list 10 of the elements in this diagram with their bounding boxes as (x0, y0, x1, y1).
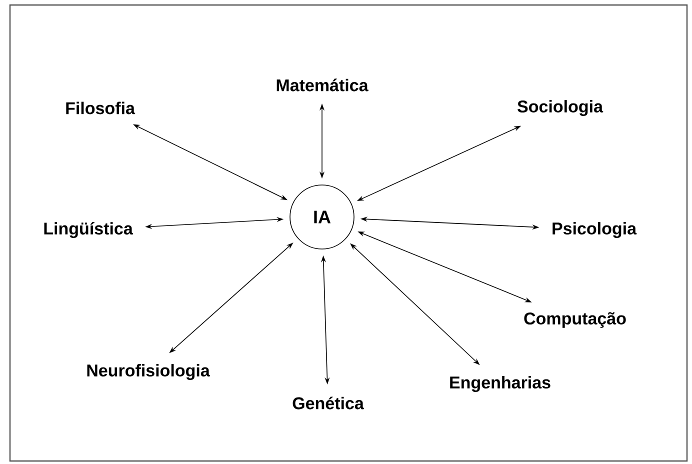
topic-label: Lingüística (44, 222, 133, 238)
topic-label: Filosofia (66, 102, 136, 114)
topic-label: Neurofisiologia (87, 364, 210, 380)
topic-label: Sociologia (518, 100, 604, 116)
circle-node: IA (290, 184, 354, 250)
topic-label: Engenharias (450, 376, 550, 392)
topic-label: Psicologia (552, 222, 637, 238)
topic-label: Genética (292, 396, 364, 410)
topic-label: Matemática (276, 78, 368, 92)
topic-label: Computação (524, 312, 626, 328)
